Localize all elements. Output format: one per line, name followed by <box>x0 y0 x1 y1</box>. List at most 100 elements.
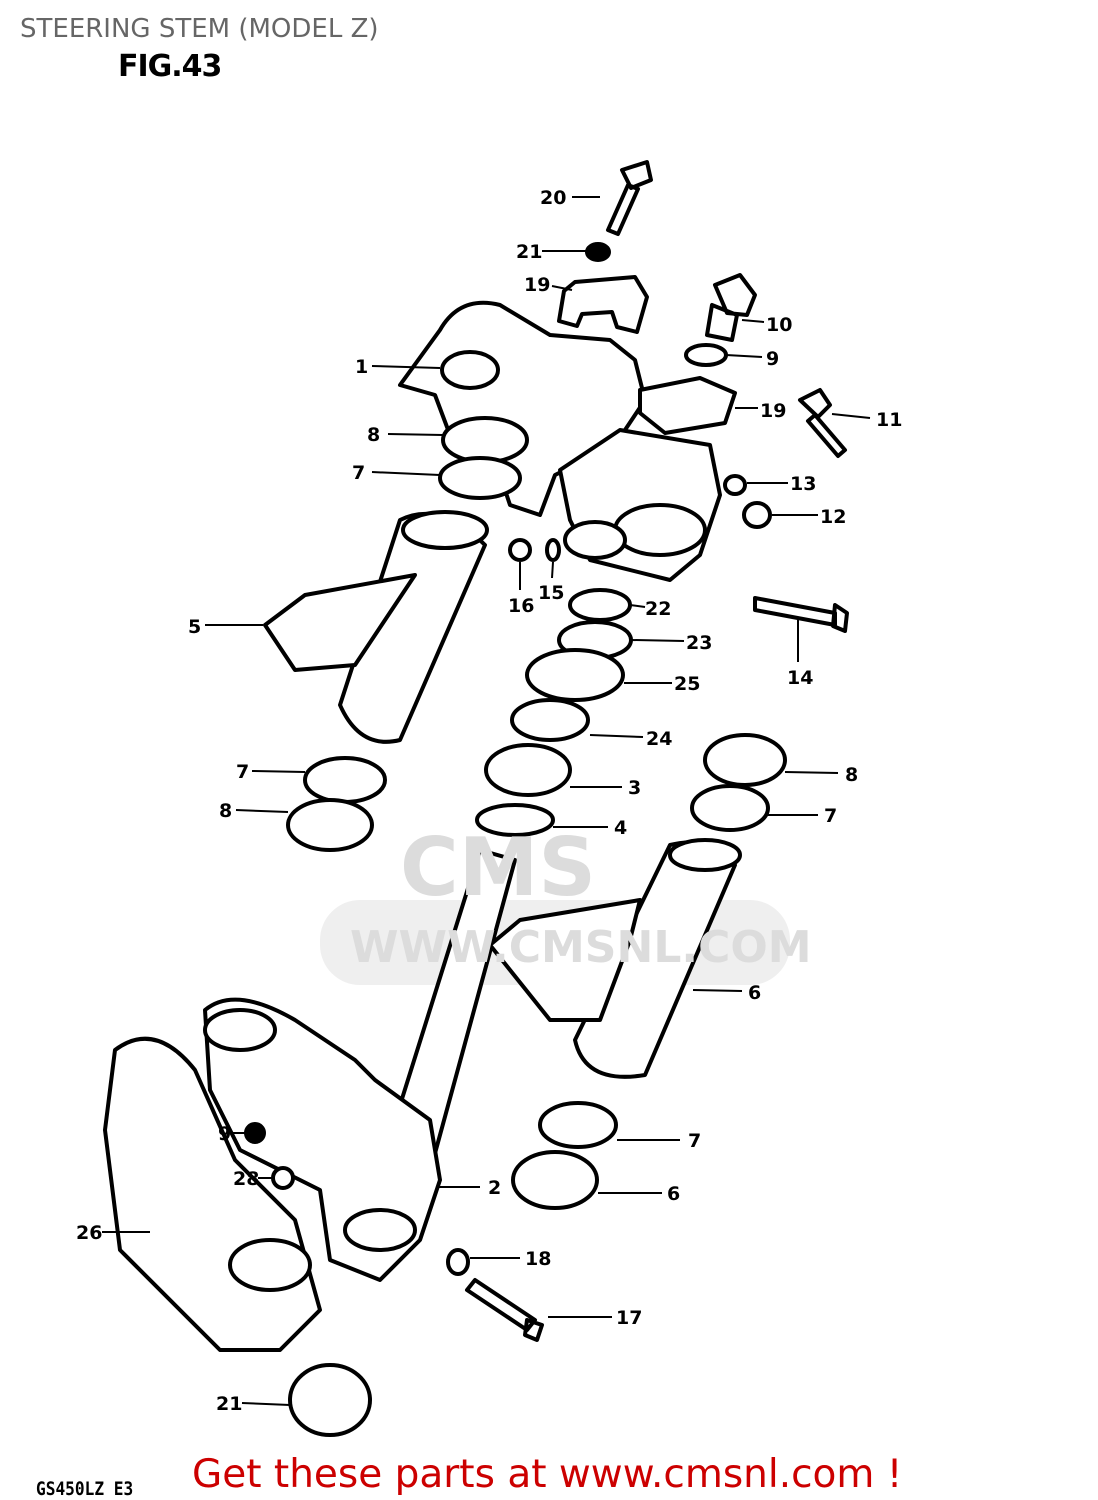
watermark: WWW.CMSNL.COM CMS <box>350 821 812 973</box>
callout-label: 7 <box>824 805 837 827</box>
figure-label: FIG.43 <box>118 49 222 84</box>
callout-leader-line <box>235 809 289 813</box>
callout-leader-line <box>589 734 644 738</box>
part-bracket-hole-center <box>563 520 627 560</box>
callout-label: 18 <box>525 1248 551 1270</box>
callout-leader-line <box>371 471 441 476</box>
callout-label: 5 <box>188 616 201 638</box>
part-cushion-7b <box>303 756 387 804</box>
callout-leader-line <box>725 354 763 358</box>
watermark-text: WWW.CMSNL.COM <box>350 922 812 973</box>
callout-label: 6 <box>667 1183 680 1205</box>
part-race-4 <box>475 803 555 837</box>
callout-label: 8 <box>845 764 858 786</box>
callout-leader-line <box>241 1402 291 1406</box>
part-cushion-7c <box>690 784 770 832</box>
callout-leader-line <box>251 770 306 773</box>
promo-link[interactable]: Get these parts at www.cmsnl.com ! <box>192 1452 903 1497</box>
callout-label: 24 <box>646 728 672 750</box>
part-fork-cover-5-top <box>401 510 489 550</box>
part-cap-21 <box>288 1363 372 1437</box>
callout-label: 19 <box>524 274 550 296</box>
part-washer-18 <box>446 1248 470 1276</box>
callout-leader-line <box>387 433 444 436</box>
callout-label: 7 <box>236 761 249 783</box>
callout-label: 19 <box>760 400 786 422</box>
callout-leader-line <box>631 639 685 642</box>
part-lower-bracket-hole-b <box>343 1208 417 1252</box>
callout-label: 14 <box>787 667 813 689</box>
callout-label: 7 <box>688 1130 701 1152</box>
part-cover-6b <box>511 1150 599 1210</box>
callout-label: 26 <box>76 1222 102 1244</box>
part-cover-8b <box>286 798 374 852</box>
part-nut-12 <box>742 501 772 529</box>
part-cushion-7d <box>538 1101 618 1149</box>
part-lamp-bracket-6 <box>488 898 642 1022</box>
part-fork-cover-6-top <box>668 838 742 872</box>
callout-label: 1 <box>355 356 368 378</box>
callout-label: 17 <box>616 1307 642 1329</box>
callout-label: 12 <box>820 506 846 528</box>
callout-label: 13 <box>790 473 816 495</box>
part-holder-19b <box>638 376 737 435</box>
callout-label: 4 <box>614 817 627 839</box>
page-title: STEERING STEM (MODEL Z) <box>20 14 379 44</box>
callout-label: 8 <box>219 800 232 822</box>
part-nut-16 <box>508 538 532 562</box>
callout-leader-line <box>629 604 646 608</box>
callout-label: 2 <box>488 1177 501 1199</box>
part-emblem-hole <box>228 1238 312 1292</box>
callout-leader-line <box>551 561 554 579</box>
part-bolt-11 <box>798 388 847 458</box>
part-bearing-24 <box>510 698 590 742</box>
callout-leader-line <box>741 319 765 323</box>
part-washer-13 <box>723 474 747 496</box>
callout-label: 3 <box>628 777 641 799</box>
callout-label: 22 <box>645 598 671 620</box>
callout-label: 25 <box>674 673 700 695</box>
part-nut-22 <box>568 588 632 622</box>
part-bracket-hole <box>440 350 500 390</box>
callout-label: 28 <box>233 1168 259 1190</box>
callout-label: 15 <box>538 582 564 604</box>
part-nut-21 <box>585 242 611 262</box>
part-bolt-14 <box>753 596 849 633</box>
part-washer-9b <box>244 1122 266 1144</box>
part-cover-8c <box>703 733 787 787</box>
part-lower-bracket-hole <box>203 1008 277 1052</box>
part-cover-8 <box>441 416 529 464</box>
callout-label: 21 <box>216 1393 242 1415</box>
part-race-25 <box>525 648 625 702</box>
model-code: GS450LZ E3 <box>36 1478 134 1500</box>
part-holder-19 <box>557 275 649 334</box>
part-bracket-hole-right <box>613 503 707 557</box>
part-washer-15 <box>545 538 561 562</box>
part-bolt-20 <box>606 160 653 236</box>
callout-leader-line <box>692 989 743 992</box>
callout-label: 7 <box>352 462 365 484</box>
callout-label: 6 <box>748 982 761 1004</box>
parts-drawing <box>103 160 849 1437</box>
watermark-logo: CMS <box>400 821 596 914</box>
part-washer-9 <box>684 343 728 367</box>
callout-label: 9 <box>218 1123 231 1145</box>
callout-leader-line <box>784 771 839 774</box>
callout-leader-line <box>371 365 441 369</box>
part-bearing-3 <box>484 743 572 797</box>
part-cushion-7 <box>438 456 522 500</box>
part-bolt-17 <box>465 1278 544 1342</box>
callout-label: 9 <box>766 348 779 370</box>
part-lamp-bracket <box>263 573 417 672</box>
callout-leader-line <box>551 285 573 291</box>
part-grommet-28 <box>271 1166 295 1190</box>
callout-label: 20 <box>540 187 566 209</box>
callout-label: 11 <box>876 409 902 431</box>
part-bolt-10 <box>705 273 757 342</box>
callout-label: 10 <box>766 314 792 336</box>
callout-label: 23 <box>686 632 712 654</box>
callout-label: 8 <box>367 424 380 446</box>
callout-leader-line <box>831 413 871 419</box>
